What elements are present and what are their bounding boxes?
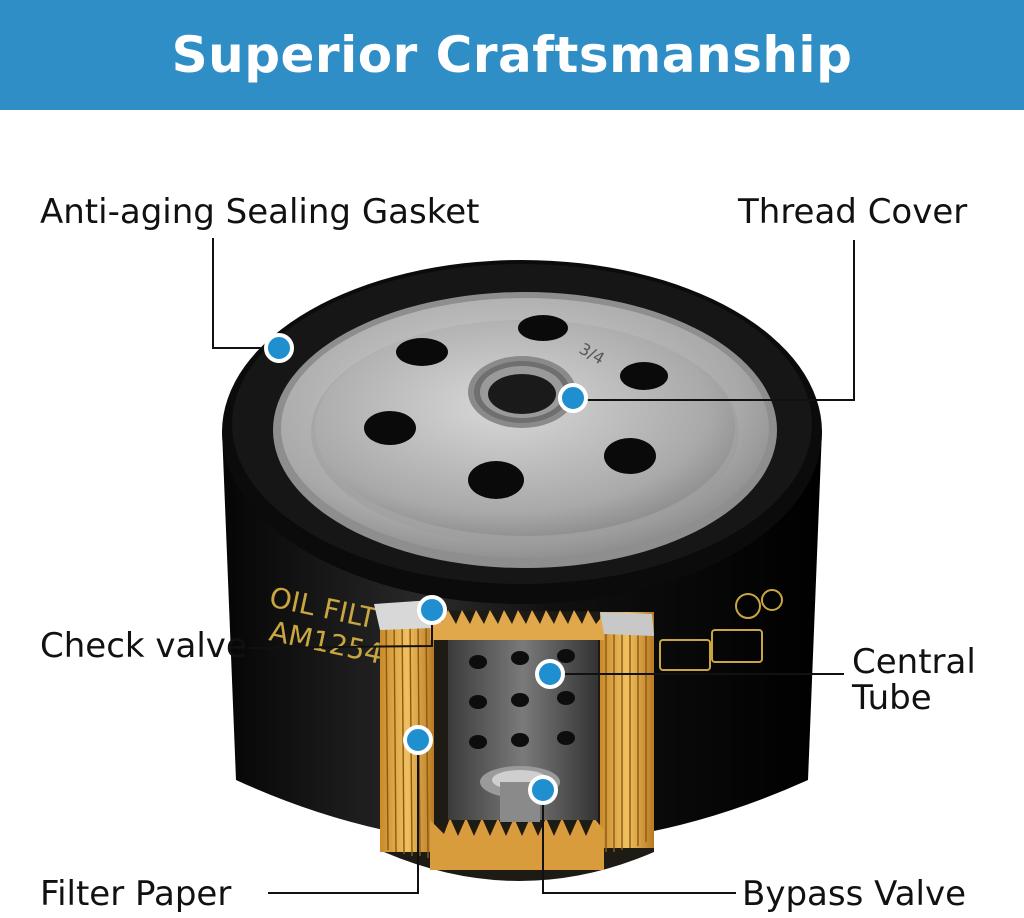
filter-paper-marker xyxy=(403,725,433,755)
page-title: Superior Craftsmanship xyxy=(171,26,853,84)
label-central-tube-line2: Tube xyxy=(852,678,932,718)
check-valve-marker xyxy=(417,595,447,625)
warning-icons xyxy=(659,589,783,671)
bypass-valve-leader-line xyxy=(542,790,736,894)
label-check-valve: Check valve xyxy=(40,626,247,666)
label-filter-paper: Filter Paper xyxy=(40,874,232,914)
callout-markers xyxy=(264,333,588,805)
gasket-marker xyxy=(264,333,294,363)
label-thread-cover: Thread Cover xyxy=(738,192,968,232)
cutaway-section xyxy=(374,600,654,881)
filter-paper-leader-line xyxy=(268,740,419,894)
bypass-valve-marker xyxy=(528,775,558,805)
central-tube-marker xyxy=(535,659,565,689)
thread-leader-line xyxy=(573,240,855,401)
thread-marker xyxy=(558,383,588,413)
label-central-tube-line1: Central xyxy=(852,642,976,682)
gasket-leader-line xyxy=(212,238,279,349)
title-banner: Superior Craftsmanship xyxy=(0,0,1024,110)
leader-lines xyxy=(212,238,855,894)
label-bypass-valve: Bypass Valve xyxy=(742,874,967,914)
base-plate: 3/4 xyxy=(273,292,777,568)
label-sealing-gasket: Anti-aging Sealing Gasket xyxy=(40,192,480,232)
